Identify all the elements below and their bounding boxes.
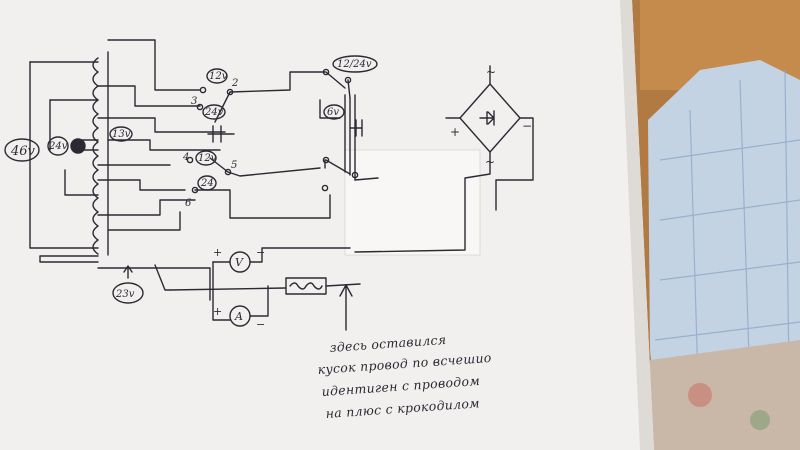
- label-23v: 23v: [115, 289, 135, 300]
- terminal-3: 3: [191, 96, 197, 107]
- flower: [688, 383, 712, 407]
- switch-contact: [196, 103, 204, 111]
- label-24v-left: 24v: [48, 141, 68, 152]
- label-circle-13v: [109, 126, 133, 142]
- wire: [64, 169, 99, 196]
- flower: [750, 410, 770, 430]
- switch-lever: [209, 157, 229, 173]
- wire: [97, 179, 186, 191]
- switch-contact: [351, 171, 359, 179]
- wire: [97, 199, 196, 216]
- wire: [212, 261, 231, 321]
- switch-contact: [322, 156, 330, 164]
- wire: [107, 211, 181, 231]
- wire: [212, 247, 351, 263]
- ammeter-minus: −: [256, 318, 265, 331]
- wire: [347, 79, 351, 99]
- label-circle-46v: [4, 138, 40, 162]
- wire: [349, 119, 363, 137]
- cloth-grid: [654, 69, 800, 450]
- switch-contact: [321, 184, 329, 192]
- wire: [319, 99, 341, 119]
- wire: [154, 264, 171, 291]
- wire: [39, 255, 99, 263]
- transformer-winding: [92, 57, 99, 255]
- ammeter-plus: +: [213, 305, 222, 318]
- wire: [495, 117, 534, 211]
- wire: [249, 285, 269, 317]
- label-circle-12v-top: [206, 68, 228, 84]
- schematic: [4, 39, 534, 331]
- label-6v: 6v: [327, 107, 339, 118]
- label-13v: 13v: [112, 129, 131, 140]
- label-circle-1224v: [332, 55, 378, 73]
- wire: [169, 287, 286, 291]
- label-circle-24v: [47, 136, 69, 156]
- label-12-24v: 12/24v: [337, 59, 372, 70]
- wire: [107, 139, 221, 151]
- terminal-4: 4: [182, 152, 189, 163]
- wire: [354, 177, 379, 181]
- label-12v-low: 12v: [198, 153, 217, 164]
- wire: [97, 85, 201, 107]
- label-46v: 46v: [10, 144, 36, 159]
- switch-contact: [224, 168, 232, 176]
- label-24v-mid: 24v: [204, 107, 224, 118]
- voltmeter-label: V: [235, 256, 244, 269]
- voltmeter-plus: +: [213, 246, 222, 259]
- label-circle-23v: [112, 282, 144, 304]
- labels: 46v 24v 13v 23v 12v 24v 12v 24 12/24v 6v…: [10, 59, 532, 331]
- paper-sheet: [0, 0, 654, 450]
- terminal-2: 2: [231, 78, 238, 89]
- tap-dot: [70, 138, 86, 154]
- voltmeter-minus: −: [256, 246, 265, 259]
- wire: [229, 71, 326, 93]
- label-12v-top: 12v: [209, 71, 228, 82]
- bridge-minus: −: [522, 119, 532, 133]
- wire: [354, 151, 491, 253]
- label-circle-12v-low: [195, 150, 217, 166]
- label-24-low: 24: [200, 178, 214, 189]
- bridge-ac-top: ~: [486, 65, 496, 79]
- diode-symbol: [479, 110, 495, 126]
- paper-edge-shadow: [620, 0, 654, 450]
- switch-contact: [322, 68, 330, 76]
- ammeter-label: A: [234, 310, 243, 323]
- wire: [194, 189, 331, 219]
- arrow: [123, 265, 133, 279]
- label-circle-24v-mid: [202, 104, 226, 120]
- switch-lever: [325, 71, 346, 89]
- resistor-zigzag: [289, 282, 323, 290]
- terminal-5: 5: [231, 160, 237, 171]
- arrow: [339, 284, 353, 331]
- wire: [107, 39, 201, 91]
- wire: [29, 61, 99, 249]
- switch-contact: [186, 156, 194, 164]
- terminal-6: 6: [185, 198, 192, 209]
- label-circle-6v: [323, 104, 345, 120]
- paper-patch: [344, 149, 481, 256]
- switch-lever: [325, 159, 351, 175]
- wire: [325, 283, 361, 287]
- wire: [227, 167, 321, 177]
- bridge-ac-bottom: ~: [485, 155, 495, 169]
- label-circle-24-low: [197, 175, 217, 191]
- bridge-plus: +: [450, 125, 460, 139]
- switch-contact: [199, 86, 207, 94]
- wire: [97, 117, 226, 133]
